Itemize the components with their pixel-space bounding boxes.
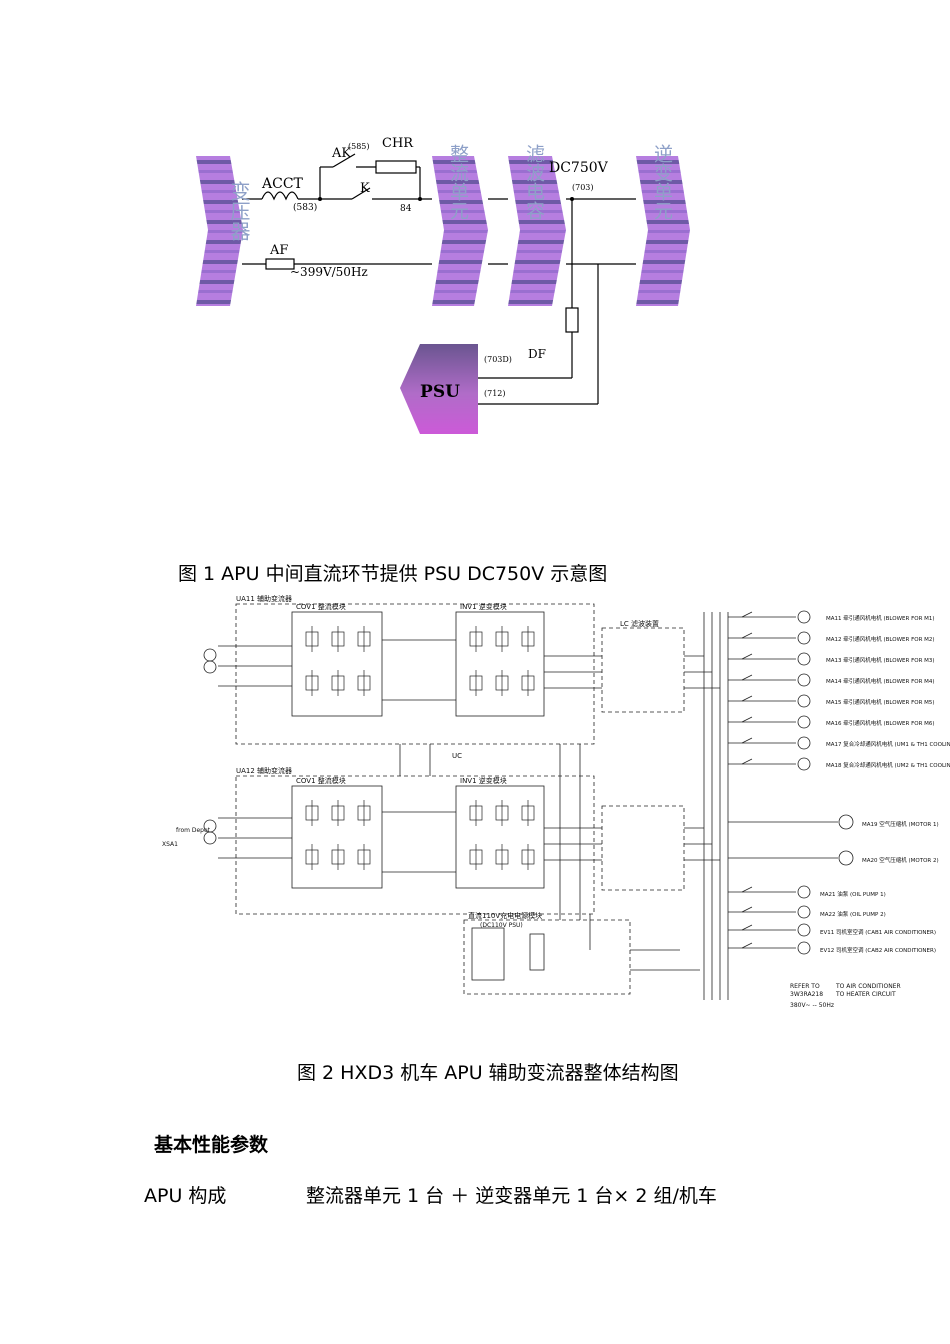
ma20-label: MA20 空气压缩机 (MOTOR 2) (862, 856, 939, 864)
transformer-block (196, 156, 243, 306)
dc-wire-label: (703) (572, 183, 594, 192)
ev11-label: EV11 司机室空调 (CAB1 AIR CONDITIONER) (820, 928, 936, 936)
dc750v-label: DC750V (549, 160, 609, 176)
ua12-label: UA12 辅助变流器 (236, 766, 292, 775)
figure1-diagram: 变压器 整流单元 滤波电容 逆变单元 PSU ACCT (583) AK (58… (191, 136, 690, 434)
ak-wire-label: (585) (348, 142, 370, 151)
apu-composition-value: 整流器单元 1 台 ＋ 逆变器单元 1 台× 2 组/机车 (306, 1185, 717, 1207)
xsa1-label: XSA1 (162, 841, 178, 848)
ma13-label: MA13 牵引通风机电机 (BLOWER FOR M3) (826, 656, 935, 664)
uc-box-label: (DC110V PSU) (480, 922, 523, 929)
apu-composition-label: APU 构成 (144, 1185, 227, 1207)
acct-wire-label: (583) (293, 202, 317, 213)
rectifier-label: 整流单元 (447, 144, 469, 220)
ma18-label: MA18 复合冷却通风机电机 (UM2 & TH1 COOLING FAN) (826, 761, 950, 769)
ma22-label: MA22 油泵 (OIL PUMP 2) (820, 910, 886, 918)
rectifier-block (432, 156, 488, 306)
ma12-label: MA12 牵引通风机电机 (BLOWER FOR M2) (826, 635, 935, 643)
psu-block (400, 344, 478, 434)
refer3-label: TO AIR CONDITIONER (835, 983, 901, 990)
inv1-bottom-label: INV1 逆变模块 (460, 776, 507, 785)
ak-label: AK (331, 146, 351, 161)
psu-wire-bottom-label: (712) (484, 389, 506, 398)
filter-block (508, 156, 566, 306)
af-label: AF (269, 243, 288, 258)
refer4-label: TO HEATER CIRCUIT (835, 991, 896, 998)
figure1-caption: 图 1 APU 中间直流环节提供 PSU DC750V 示意图 (178, 563, 608, 585)
voltage-label: ~399V/50Hz (290, 265, 368, 279)
section-heading: 基本性能参数 (154, 1134, 269, 1156)
psu-box-label: 直流110V充电电源模块 (468, 911, 542, 920)
acct-label: ACCT (261, 176, 304, 192)
refer2-label: 3W3RA218 (790, 991, 823, 998)
ma19-label: MA19 空气压缩机 (MOTOR 1) (862, 820, 939, 828)
df-label: DF (528, 347, 546, 361)
from-depot-label: from Depot (176, 827, 211, 834)
chr-label: CHR (382, 136, 414, 151)
ev12-label: EV12 司机室空调 (CAB2 AIR CONDITIONER) (820, 946, 936, 954)
psu-label: PSU (420, 382, 460, 402)
ma15-label: MA15 牵引通风机电机 (BLOWER FOR M5) (826, 698, 935, 706)
uc-label: UC (452, 752, 462, 760)
k-wire-label: 84 (400, 204, 412, 214)
refer1-label: REFER TO (790, 983, 820, 990)
supply-label: 380V~ -- 50Hz (790, 1002, 834, 1009)
filter-label: 滤波电容 (523, 144, 545, 220)
inv1-top-label: INV1 逆变模块 (460, 602, 507, 611)
ma21-label: MA21 油泵 (OIL PUMP 1) (820, 890, 886, 898)
ma17-label: MA17 复合冷却通风机电机 (UM1 & TH1 COOLING FAN) (826, 740, 950, 748)
ma11-label: MA11 牵引通风机电机 (BLOWER FOR M1) (826, 614, 935, 622)
figure2-schematic: UA11 辅助变流器 UA12 辅助变流器 COV1 整流模块 INV1 逆变模… (162, 594, 950, 1009)
ma14-label: MA14 牵引通风机电机 (BLOWER FOR M4) (826, 677, 935, 685)
psu-wire-top-label: (703D) (484, 355, 512, 364)
figure2-caption: 图 2 HXD3 机车 APU 辅助变流器整体结构图 (297, 1062, 679, 1084)
k-label: K (360, 181, 370, 196)
cov1-top-label: COV1 整流模块 (296, 602, 346, 611)
inverter-label: 逆变单元 (651, 144, 673, 220)
inverter-block (636, 156, 690, 306)
lc-top-label: LC 滤波装置 (620, 619, 659, 628)
ma16-label: MA16 牵引通风机电机 (BLOWER FOR M6) (826, 719, 935, 727)
cov1-bottom-label: COV1 整流模块 (296, 776, 346, 785)
ua11-label: UA11 辅助变流器 (236, 594, 292, 603)
